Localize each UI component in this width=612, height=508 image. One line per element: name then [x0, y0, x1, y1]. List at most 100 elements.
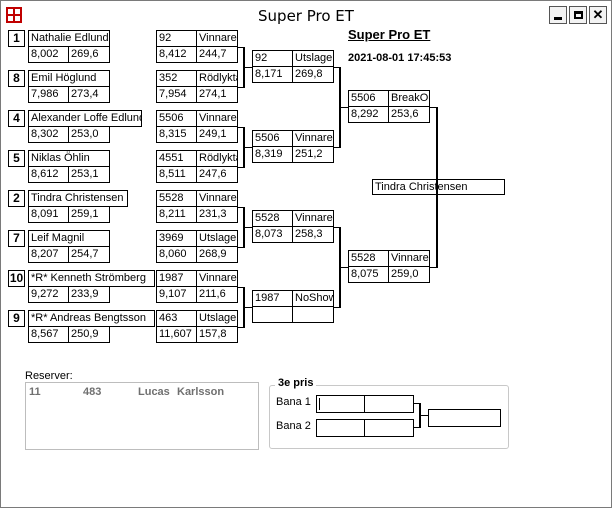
elapsed-time: [252, 306, 293, 323]
entry-3[interactable]: Alexander Loffe Edlund 8,302 253,0: [28, 110, 142, 144]
car-number: 463: [156, 310, 197, 327]
driver-name: *R* Kenneth Strömberg: [28, 270, 155, 287]
entry-7[interactable]: *R* Kenneth Strömberg 9,272 233,9: [28, 270, 155, 304]
reaction-time: 8,612: [28, 166, 69, 183]
app-icon[interactable]: [6, 7, 22, 23]
entry-6[interactable]: Leif Magnil 8,207 254,7: [28, 230, 110, 264]
speed-value: 251,2: [292, 146, 334, 163]
speed-value: 259,1: [68, 206, 110, 223]
reaction-time: 8,567: [28, 326, 69, 343]
close-icon: ✕: [592, 7, 604, 22]
elapsed-time: 8,319: [252, 146, 293, 163]
semifinal-2[interactable]: 5528 Vinnare 8,075 259,0: [348, 250, 430, 284]
speed-value: 233,9: [68, 286, 110, 303]
result-status: Utslagen: [292, 50, 334, 67]
speed-value: 253,0: [68, 126, 110, 143]
driver-name: Tindra Christensen: [28, 190, 128, 207]
minimize-icon: [554, 17, 562, 20]
reaction-time: 8,302: [28, 126, 69, 143]
third-place-winner-field[interactable]: [428, 409, 501, 427]
close-button[interactable]: ✕: [589, 6, 607, 24]
elapsed-time: 8,060: [156, 246, 197, 263]
lane-1-result-field[interactable]: [364, 395, 414, 413]
result-status: Utslagen: [196, 310, 238, 327]
car-number: 5506: [156, 110, 197, 127]
third-place-label: 3e pris: [275, 377, 317, 389]
speed-value: 269,8: [292, 66, 334, 83]
entry-1[interactable]: Nathalie Edlund 8,002 269,6: [28, 30, 110, 64]
result-5[interactable]: 5528 Vinnare 8,211 231,3: [156, 190, 238, 224]
speed-value: 254,7: [68, 246, 110, 263]
result-6[interactable]: 3969 Utslagen 8,060 268,9: [156, 230, 238, 264]
speed-value: 258,3: [292, 226, 334, 243]
speed-value: 253,1: [68, 166, 110, 183]
third-place-group: [269, 385, 509, 449]
entry-5[interactable]: Tindra Christensen 8,091 259,1: [28, 190, 128, 224]
elapsed-time: 8,511: [156, 166, 197, 183]
speed-value: 244,7: [196, 46, 238, 63]
speed-value: [292, 306, 334, 323]
result-status: Vinnare: [196, 110, 238, 127]
lane-2-number-field[interactable]: [316, 419, 365, 437]
semifinal-1[interactable]: 5506 BreakOut 8,292 253,6: [348, 90, 430, 124]
result-8[interactable]: 463 Utslagen 11,607 157,8: [156, 310, 238, 344]
window-title: Super Pro ET: [258, 7, 354, 25]
seed-number: 8: [8, 70, 25, 87]
driver-name: Nathalie Edlund: [28, 30, 110, 47]
speed-value: 273,4: [68, 86, 110, 103]
quarterfinal-4[interactable]: 1987 NoShow: [252, 290, 334, 324]
maximize-button[interactable]: [569, 6, 587, 24]
car-number: 352: [156, 70, 197, 87]
title-bar: Super Pro ET ✕: [1, 1, 611, 30]
car-number: 5528: [156, 190, 197, 207]
entry-4[interactable]: Niklas Öhlin 8,612 253,1: [28, 150, 110, 184]
reserves-list[interactable]: 11 483 Lucas Karlsson: [25, 382, 259, 450]
driver-name: Niklas Öhlin: [28, 150, 110, 167]
quarterfinal-1[interactable]: 92 Utslagen 8,171 269,8: [252, 50, 334, 84]
driver-name: *R* Andreas Bengtsson: [28, 310, 155, 327]
entry-8[interactable]: *R* Andreas Bengtsson 8,567 250,9: [28, 310, 155, 344]
speed-value: 274,1: [196, 86, 238, 103]
driver-name: Leif Magnil: [28, 230, 110, 247]
car-number: 5506: [252, 130, 293, 147]
seed-number: 9: [8, 310, 25, 327]
car-number: 3969: [156, 230, 197, 247]
car-number: 92: [252, 50, 293, 67]
lane-1-number-field[interactable]: [316, 395, 365, 413]
result-3[interactable]: 5506 Vinnare 8,315 249,1: [156, 110, 238, 144]
event-title: Super Pro ET: [348, 27, 431, 42]
entry-2[interactable]: Emil Höglund 7,986 273,4: [28, 70, 110, 104]
seed-number: 4: [8, 110, 25, 127]
result-status: Rödlykta: [196, 70, 238, 87]
speed-value: 157,8: [196, 326, 238, 343]
result-4[interactable]: 4551 Rödlykta 8,511 247,6: [156, 150, 238, 184]
car-number: 1987: [252, 290, 293, 307]
reaction-time: 9,272: [28, 286, 69, 303]
result-status: BreakOut: [388, 90, 430, 107]
reaction-time: 8,002: [28, 46, 69, 63]
lane-1-label: Bana 1: [276, 396, 311, 408]
elapsed-time: 7,954: [156, 86, 197, 103]
result-status: Vinnare: [196, 190, 238, 207]
seed-number: 1: [8, 30, 25, 47]
reaction-time: 8,207: [28, 246, 69, 263]
result-2[interactable]: 352 Rödlykta 7,954 274,1: [156, 70, 238, 104]
quarterfinal-3[interactable]: 5528 Vinnare 8,073 258,3: [252, 210, 334, 244]
elapsed-time: 8,292: [348, 106, 389, 123]
speed-value: 250,9: [68, 326, 110, 343]
speed-value: 249,1: [196, 126, 238, 143]
result-status: NoShow: [292, 290, 334, 307]
result-1[interactable]: 92 Vinnare 8,412 244,7: [156, 30, 238, 64]
winner-field[interactable]: Tindra Christensen: [372, 179, 505, 195]
minimize-button[interactable]: [549, 6, 567, 24]
reaction-time: 7,986: [28, 86, 69, 103]
event-datetime: 2021-08-01 17:45:53: [348, 52, 452, 64]
result-status: Vinnare: [196, 30, 238, 47]
elapsed-time: 8,211: [156, 206, 197, 223]
speed-value: 269,6: [68, 46, 110, 63]
result-7[interactable]: 1987 Vinnare 9,107 211,6: [156, 270, 238, 304]
bracket-area: Super Pro ET 2021-08-01 17:45:53 1 Natha…: [2, 27, 610, 507]
lane-2-result-field[interactable]: [364, 419, 414, 437]
quarterfinal-2[interactable]: 5506 Vinnare 8,319 251,2: [252, 130, 334, 164]
